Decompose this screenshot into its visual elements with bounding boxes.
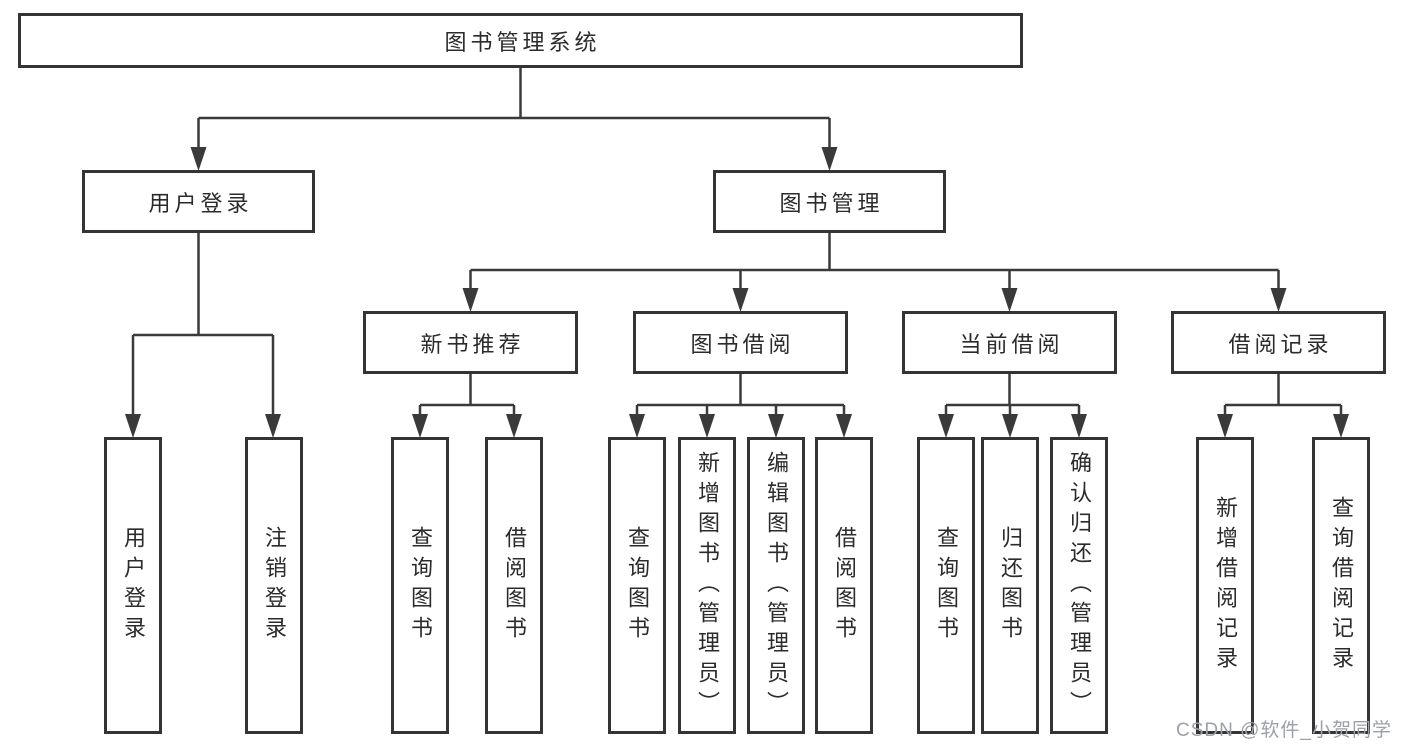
leaf-query-borrow-record: 查询借阅记录 — [1312, 437, 1370, 734]
node-user-login: 用户登录 — [82, 170, 315, 233]
leaf-user-login: 用户登录 — [104, 437, 162, 734]
node-new-book-recommend: 新书推荐 — [363, 311, 578, 374]
node-label: 确认归还（管理员） — [1067, 450, 1092, 721]
leaf-add-book-admin: 新增图书（管理员） — [678, 437, 736, 734]
node-label: 图书管理 — [779, 190, 884, 216]
leaf-confirm-return-admin: 确认归还（管理员） — [1050, 437, 1108, 734]
node-label: 新增借阅记录 — [1213, 495, 1238, 676]
node-label: 归还图书 — [998, 525, 1023, 646]
node-book-borrow: 图书借阅 — [633, 311, 848, 374]
node-label: 新增图书（管理员） — [695, 450, 720, 721]
node-label: 查询图书 — [625, 525, 650, 646]
leaf-logout: 注销登录 — [245, 437, 303, 734]
node-label: 查询借阅记录 — [1329, 495, 1354, 676]
node-label: 新书推荐 — [420, 331, 525, 357]
node-current-borrow: 当前借阅 — [902, 311, 1117, 374]
node-label: 当前借阅 — [959, 331, 1064, 357]
leaf-add-borrow-record: 新增借阅记录 — [1196, 437, 1254, 734]
node-label: 借阅记录 — [1228, 331, 1333, 357]
leaf-query-book-borrow: 查询图书 — [608, 437, 666, 734]
node-label: 图书管理系统 — [444, 29, 601, 55]
node-label: 图书借阅 — [690, 331, 795, 357]
node-label: 借阅图书 — [502, 525, 527, 646]
node-borrow-records: 借阅记录 — [1171, 311, 1386, 374]
leaf-edit-book-admin: 编辑图书（管理员） — [747, 437, 805, 734]
node-label: 查询图书 — [934, 525, 959, 646]
watermark: CSDN @软件_小贺同学 — [1176, 720, 1392, 741]
node-book-management: 图书管理 — [713, 170, 946, 233]
node-label: 用户登录 — [148, 190, 253, 216]
leaf-query-book-recommend: 查询图书 — [391, 437, 449, 734]
node-label: 注销登录 — [262, 525, 287, 646]
leaf-borrow-book-recommend: 借阅图书 — [485, 437, 543, 734]
leaf-query-book-current: 查询图书 — [917, 437, 975, 734]
leaf-borrow-book: 借阅图书 — [815, 437, 873, 734]
node-label: 借阅图书 — [832, 525, 857, 646]
node-system-root: 图书管理系统 — [18, 13, 1023, 68]
connector-paths — [131, 68, 1343, 417]
node-label: 用户登录 — [121, 525, 146, 646]
leaf-return-book: 归还图书 — [981, 437, 1039, 734]
node-label: 编辑图书（管理员） — [764, 450, 789, 721]
node-label: 查询图书 — [408, 525, 433, 646]
